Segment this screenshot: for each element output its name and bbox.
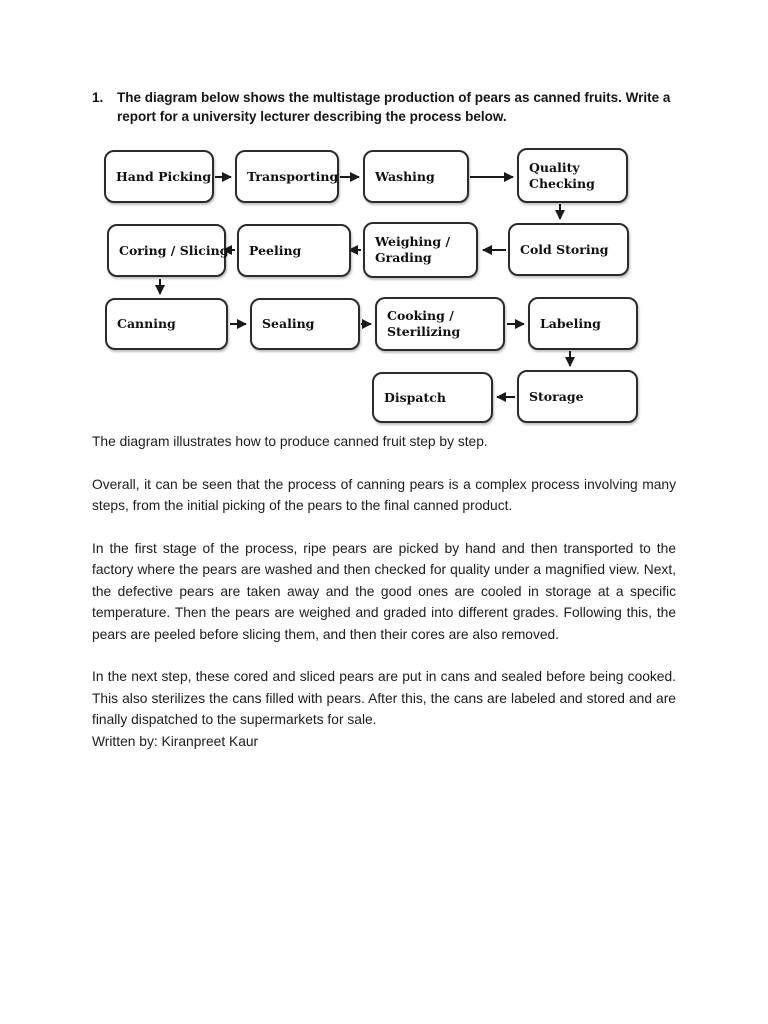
diagram-box-dispatch: Dispatch (372, 372, 493, 423)
diagram-box-washing: Washing (363, 150, 469, 203)
diagram-box-labeling: Labeling (528, 297, 638, 350)
question-text: The diagram below shows the multistage p… (117, 90, 671, 124)
report-text: The diagram illustrates how to produce c… (92, 431, 676, 752)
intro-line: The diagram illustrates how to produce c… (92, 434, 488, 449)
diagram-box-transporting: Transporting (235, 150, 339, 203)
diagram-box-cooking-sterilizing: Cooking / Sterilizing (375, 297, 505, 351)
question-number: 1. (92, 90, 104, 105)
process-flow-diagram: Hand Picking Transporting Washing Qualit… (0, 140, 768, 432)
diagram-arrows (155, 172, 575, 402)
diagram-box-hand-picking: Hand Picking (104, 150, 214, 203)
diagram-box-sealing: Sealing (250, 298, 360, 350)
question-heading: 1. The diagram below shows the multistag… (92, 88, 680, 126)
diagram-box-cold-storing: Cold Storing (508, 223, 629, 276)
diagram-box-weighing-grading: Weighing / Grading (363, 222, 478, 278)
author-line: Written by: Kiranpreet Kaur (92, 733, 259, 749)
diagram-box-storage: Storage (517, 370, 638, 423)
first-stage-paragraph: In the first stage of the process, ripe … (92, 540, 676, 642)
overview-paragraph: Overall, it can be seen that the process… (92, 476, 676, 514)
diagram-box-coring-slicing: Coring / Slicing (107, 224, 228, 277)
diagram-box-peeling: Peeling (237, 224, 351, 277)
diagram-box-canning: Canning (105, 298, 228, 350)
final-stage-paragraph: In the next step, these cored and sliced… (92, 669, 676, 727)
diagram-box-quality-checking: Quality Checking (517, 148, 628, 203)
